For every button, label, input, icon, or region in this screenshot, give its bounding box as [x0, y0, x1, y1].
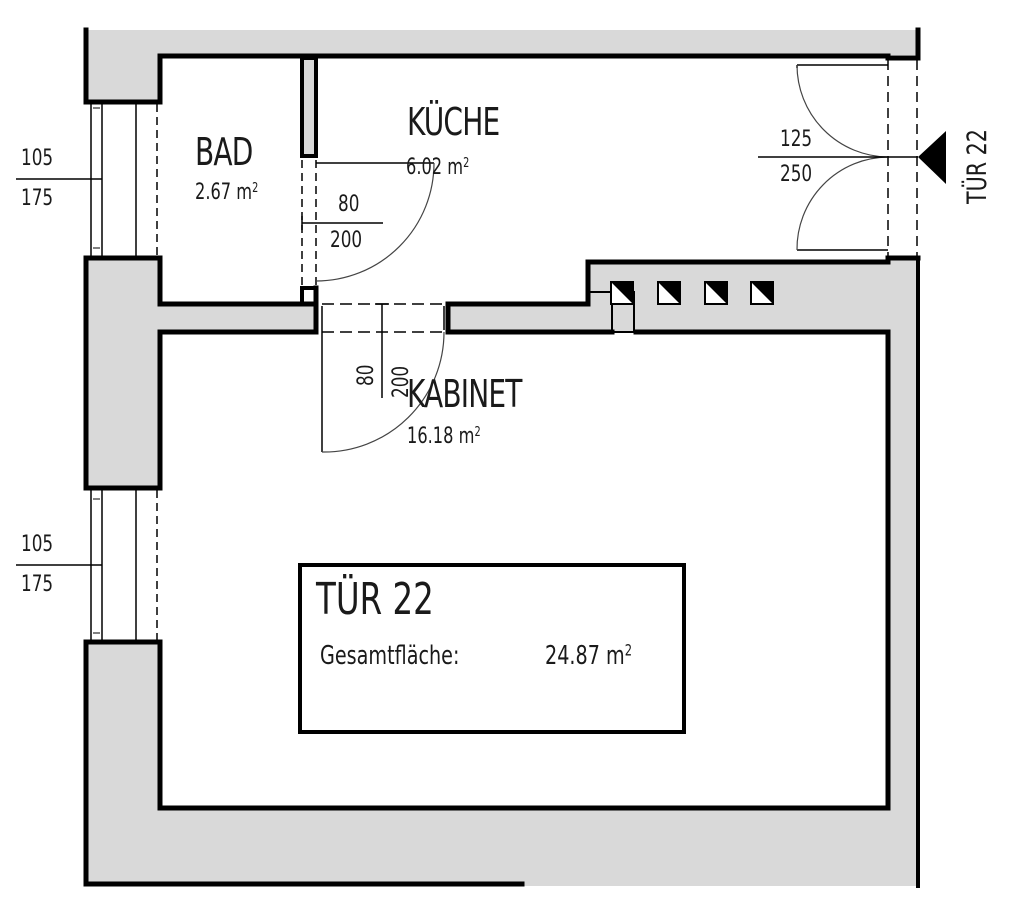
total-area-unit: m [606, 641, 625, 671]
summary-title: TÜR 22 [316, 574, 434, 625]
window-top-height: 175 [21, 186, 54, 211]
window-bottom [16, 490, 158, 640]
entrance-door-height: 250 [780, 162, 813, 187]
vent-icon [610, 281, 634, 305]
door-kabinet-width: 80 [354, 364, 379, 386]
entrance-arrow-icon [918, 131, 946, 184]
summary-total-label: Gesamtfläche: [320, 641, 460, 671]
vent-icon [657, 281, 681, 305]
vent-icon [704, 281, 728, 305]
total-area-unit-exponent: 2 [624, 641, 633, 660]
ventilation-shafts [610, 281, 774, 305]
summary-box-frame [298, 563, 686, 734]
window-top [16, 104, 158, 256]
summary-total-area: 24.87 m2 [545, 641, 632, 671]
room-area-kabinet: 16.18 m2 [407, 424, 481, 449]
wall-outlines [83, 27, 921, 888]
door-bad-height: 200 [330, 228, 363, 253]
area-unit: m [458, 424, 475, 449]
area-value: 2.67 [195, 180, 232, 205]
entrance-door-width: 125 [780, 127, 813, 152]
window-bottom-height: 175 [21, 572, 54, 597]
area-value: 6.02 [406, 155, 443, 180]
area-unit-exponent: 2 [474, 424, 481, 440]
room-name-kueche: KÜCHE [407, 100, 500, 144]
window-bottom-width: 105 [21, 532, 54, 557]
room-area-kueche: 6.02 m2 [406, 155, 469, 180]
window-top-width: 105 [21, 146, 54, 171]
door-kabinet [321, 303, 446, 453]
vent-icon [750, 281, 774, 305]
room-name-bad: BAD [195, 130, 253, 174]
area-unit: m [447, 155, 464, 180]
entrance-label: TÜR 22 [962, 129, 993, 204]
door-bad-width: 80 [338, 192, 360, 217]
walls [86, 30, 918, 886]
room-area-bad: 2.67 m2 [195, 180, 258, 205]
total-area-value: 24.87 [545, 641, 600, 671]
room-name-kabinet: KABINET [407, 372, 522, 416]
entrance-door [758, 60, 918, 256]
door-bad [301, 160, 435, 286]
area-unit-exponent: 2 [252, 180, 259, 196]
area-unit: m [236, 180, 253, 205]
area-value: 16.18 [407, 424, 454, 449]
area-unit-exponent: 2 [463, 155, 470, 171]
door-kabinet-height: 200 [389, 365, 414, 398]
